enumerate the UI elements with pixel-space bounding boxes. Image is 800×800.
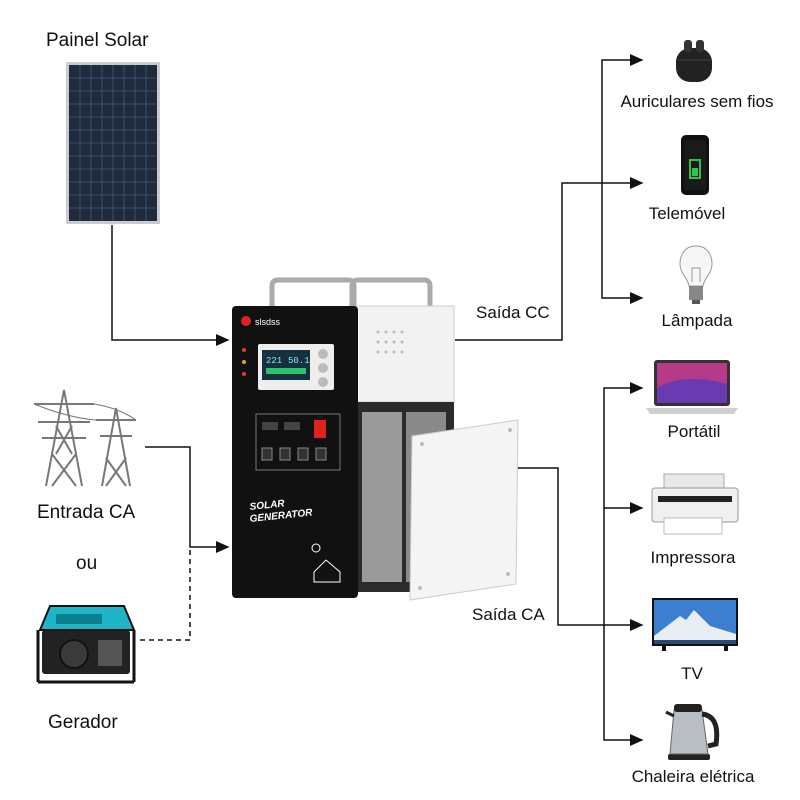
tv-icon <box>652 598 738 651</box>
or-label: ou <box>76 553 98 574</box>
solar-panel-label: Painel Solar <box>46 30 149 51</box>
tv-label: TV <box>681 664 703 683</box>
earbuds-icon <box>676 40 712 82</box>
ac-branch-laptop <box>603 382 644 625</box>
dc-branch-bottom <box>601 183 644 304</box>
power-tower-icon <box>33 389 137 487</box>
solar-panel-icon <box>66 62 160 224</box>
side-cover-panel <box>409 419 519 601</box>
phone-label: Telemóvel <box>648 204 726 223</box>
bulb-label: Lâmpada <box>661 311 733 330</box>
printer-label: Impressora <box>650 548 736 567</box>
generator-to-device-line <box>140 547 191 641</box>
kettle-icon <box>665 704 720 760</box>
ac-output-label: Saída CA <box>472 605 545 624</box>
solar-to-device-line <box>111 225 230 346</box>
ac-branch-kettle <box>603 625 644 746</box>
dc-branch-top <box>601 54 644 183</box>
ac-input-label: Entrada CA <box>37 502 136 523</box>
laptop-label: Portátil <box>667 422 721 441</box>
kettle-label: Chaleira elétrica <box>631 767 755 786</box>
device-product-line1: SOLAR <box>249 498 286 513</box>
bulb-icon <box>679 245 713 304</box>
display-right-value: 50.1 <box>288 356 310 366</box>
earbuds-label: Auriculares sem fios <box>620 92 774 111</box>
display-left-value: 221 <box>266 356 282 366</box>
ac-input-to-device-line <box>145 446 230 553</box>
printer-icon <box>651 473 739 535</box>
laptop-icon <box>646 360 738 414</box>
generator-label: Gerador <box>48 712 118 733</box>
phone-icon <box>681 135 709 195</box>
dc-output-label: Saída CC <box>476 303 550 322</box>
ac-output-line <box>515 467 644 631</box>
generator-icon <box>36 605 136 684</box>
device-brand: slsdss <box>255 317 281 327</box>
